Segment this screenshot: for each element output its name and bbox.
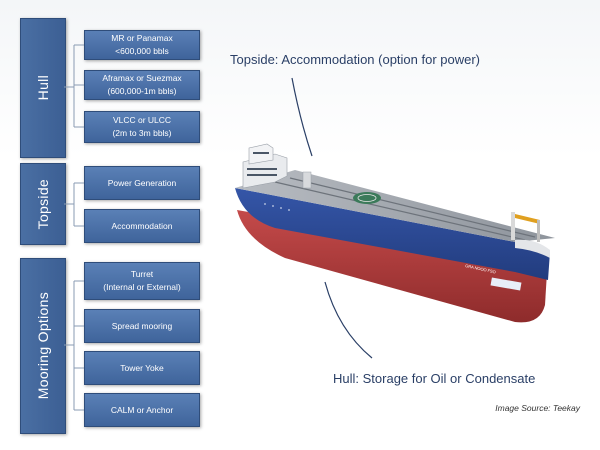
group-hull-label: Hull	[35, 75, 51, 101]
option-accommodation: Accommodation	[84, 209, 200, 243]
group-mooring-options: Mooring Options	[20, 258, 66, 434]
group-mooring-label: Mooring Options	[35, 292, 51, 400]
option-mr-panamax: MR or Panamax <600,000 bbls	[84, 30, 200, 60]
option-tower-yoke: Tower Yoke	[84, 351, 200, 385]
ship-hull-name: GRA NOOO FSO	[465, 263, 496, 274]
image-source-credit: Image Source: Teekay	[495, 403, 580, 413]
group-topside-label: Topside	[35, 178, 51, 230]
fso-ship-illustration: GRA NOOO FSO	[235, 143, 555, 323]
option-power-generation: Power Generation	[84, 166, 200, 200]
option-spread-mooring: Spread mooring	[84, 309, 200, 343]
group-hull: Hull	[20, 18, 66, 158]
option-aframax-suezmax: Aframax or Suezmax (600,000-1m bbls)	[84, 70, 200, 100]
caption-hull: Hull: Storage for Oil or Condensate	[333, 371, 536, 386]
caption-topside: Topside: Accommodation (option for power…	[230, 52, 481, 67]
option-calm-anchor: CALM or Anchor	[84, 393, 200, 427]
option-vlcc-ulcc: VLCC or ULCC (2m to 3m bbls)	[84, 111, 200, 143]
group-topside: Topside	[20, 163, 66, 245]
option-turret: Turret (Internal or External)	[84, 262, 200, 300]
